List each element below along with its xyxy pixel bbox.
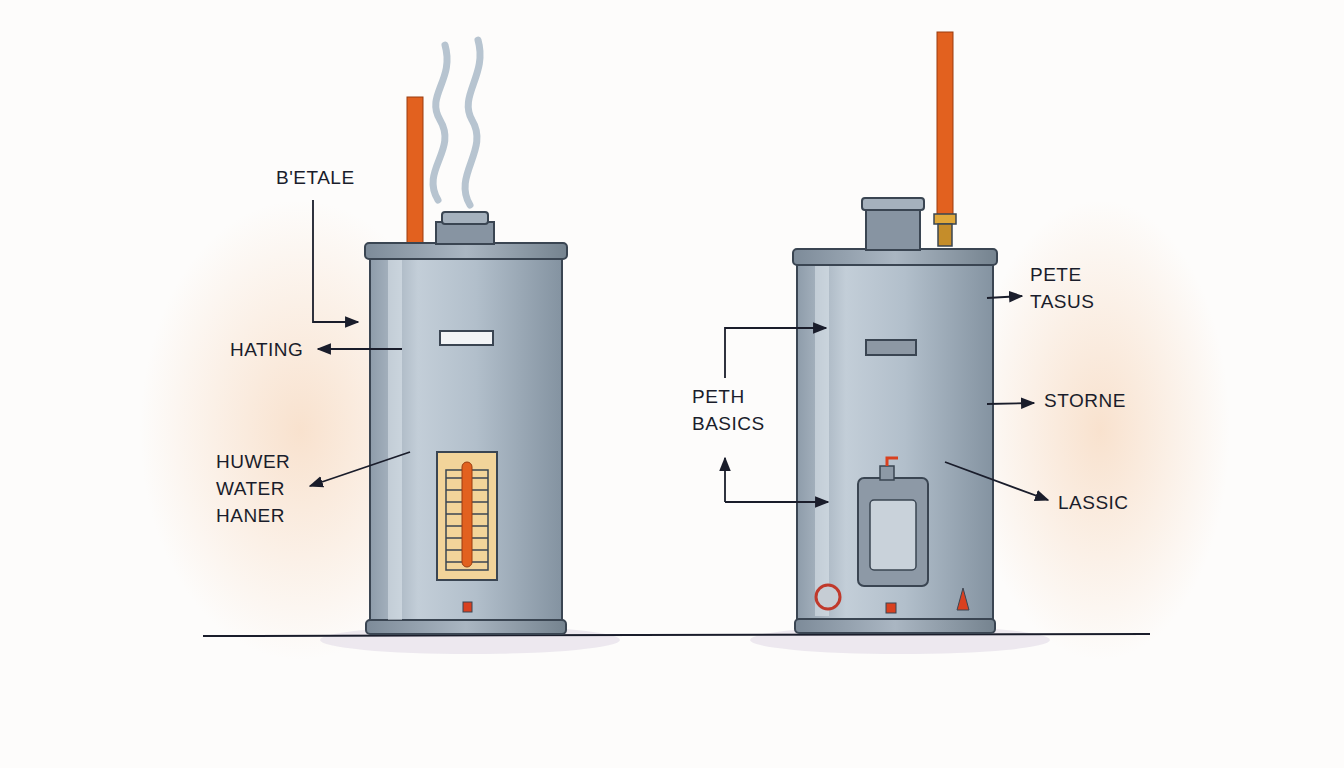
- floor-line: [203, 634, 1150, 636]
- part-label: B'ETALE: [276, 165, 355, 192]
- part-label: HUWER WATER HANER: [216, 449, 311, 530]
- part-label: STORNE: [1044, 388, 1126, 415]
- background-glow: [970, 200, 1230, 660]
- part-label: PETH BASICS: [692, 384, 772, 438]
- gas-water-heater: [793, 32, 997, 633]
- electric-water-heater: [365, 40, 567, 634]
- leader-lines: [310, 200, 1048, 502]
- part-label: HATING: [230, 337, 303, 364]
- part-label: LASSIC: [1058, 490, 1129, 517]
- part-label: PETE TASUS: [1030, 262, 1110, 316]
